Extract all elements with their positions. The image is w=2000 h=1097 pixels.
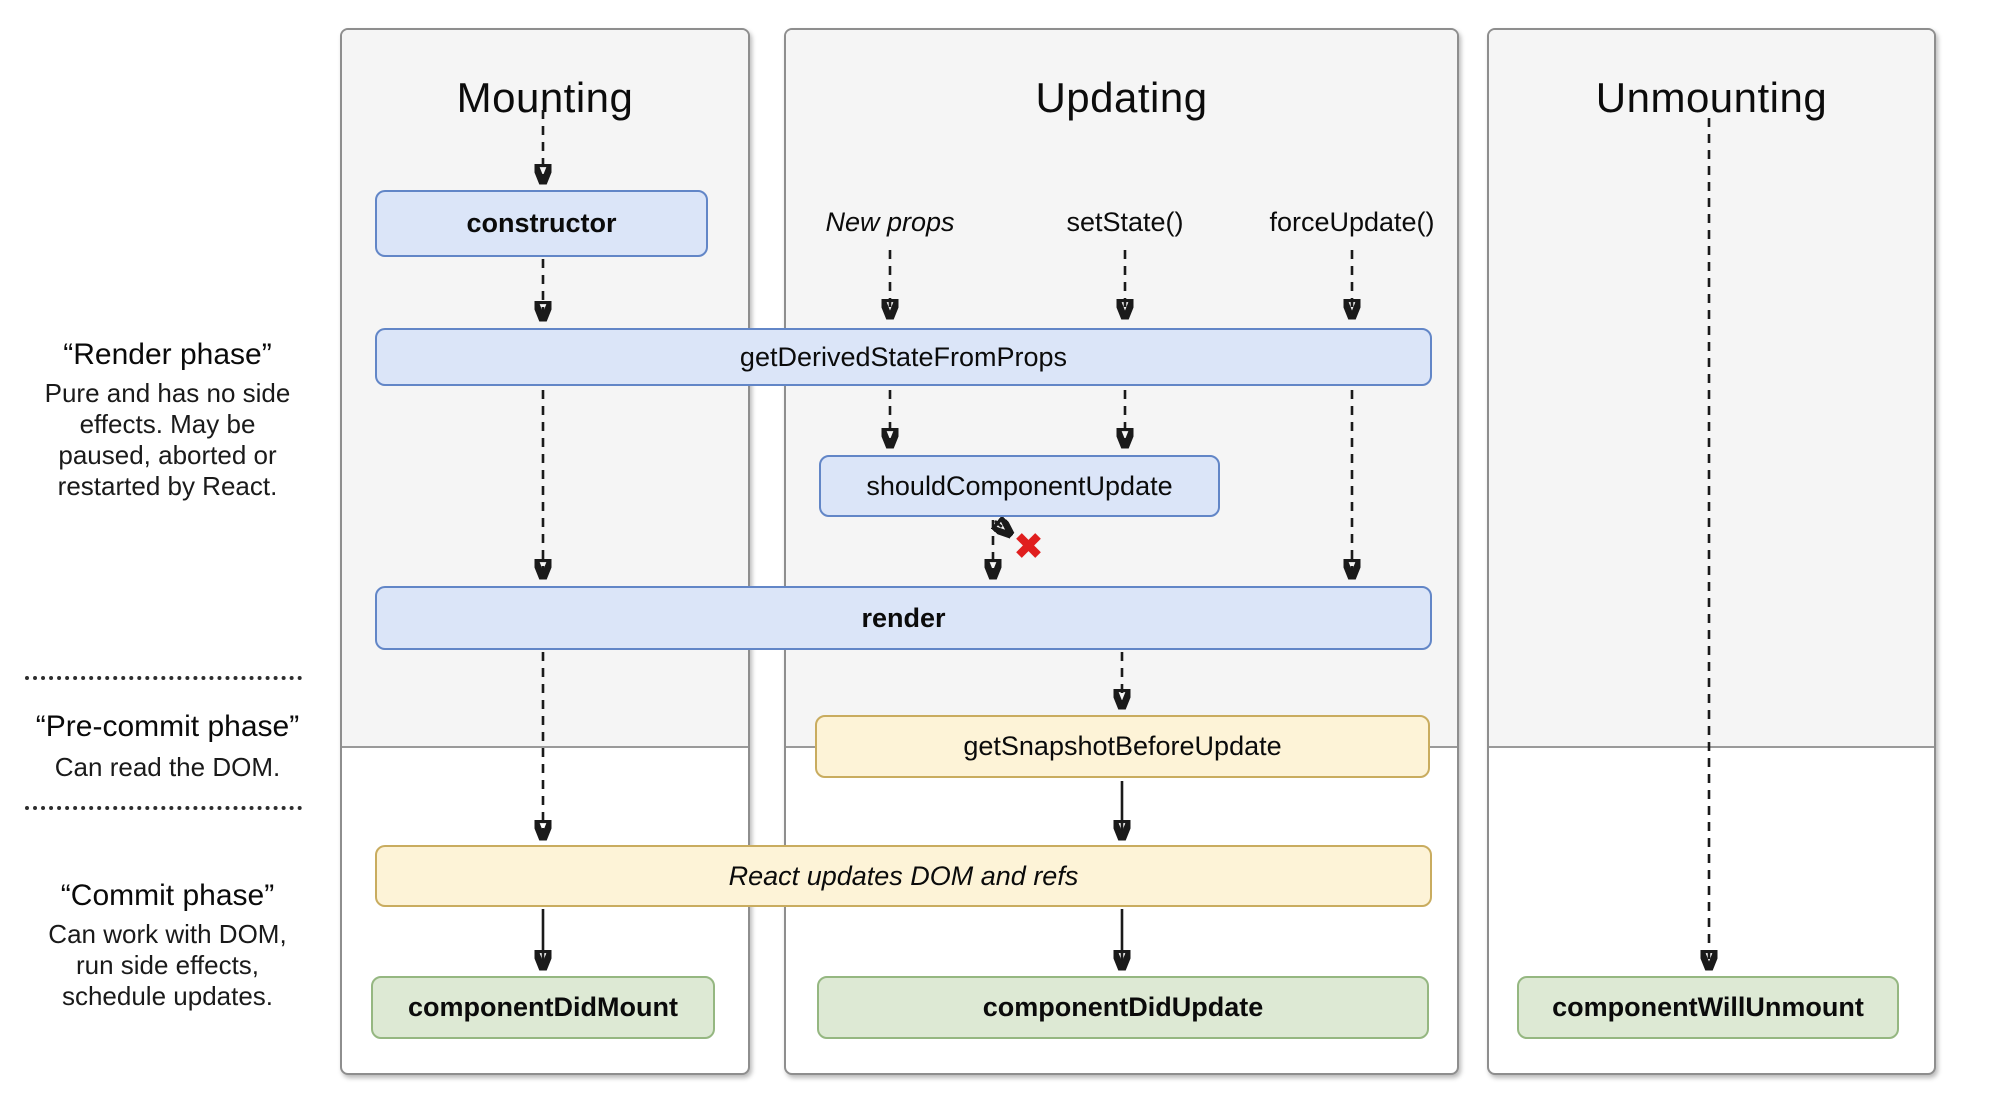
render-phase-region [1489, 30, 1934, 748]
phase-divider [25, 806, 302, 810]
new-props-label: New props [825, 207, 955, 237]
unmounting-title: Unmounting [1595, 74, 1828, 121]
mounting-title: Mounting [456, 74, 634, 121]
node-get-snapshot-before-update: getSnapshotBeforeUpdate [815, 715, 1430, 778]
phase-divider [25, 676, 302, 680]
pre-commit-phase-description: Can read the DOM. [54, 752, 281, 782]
node-render: render [375, 586, 1432, 650]
node-component-will-unmount: componentWillUnmount [1517, 976, 1899, 1039]
commit-phase-heading: “Commit phase” [60, 879, 275, 912]
node-should-component-update: shouldComponentUpdate [819, 455, 1220, 517]
render-phase-description: Pure and has no side effects. May be pau… [44, 378, 291, 501]
node-component-did-update: componentDidUpdate [817, 976, 1429, 1039]
node-constructor: constructor [375, 190, 708, 257]
force-update-label: forceUpdate() [1269, 207, 1435, 237]
node-component-did-mount: componentDidMount [371, 976, 715, 1039]
node-react-updates-dom: React updates DOM and refs [375, 845, 1432, 907]
pre-commit-phase-heading: “Pre-commit phase” [35, 710, 300, 743]
commit-phase-description: Can work with DOM, run side effects, sch… [48, 919, 287, 1011]
render-phase-heading: “Render phase” [63, 338, 272, 371]
updating-title: Updating [1035, 74, 1208, 121]
set-state-label: setState() [1066, 207, 1184, 237]
unmounting-panel: Unmounting [1487, 28, 1936, 1075]
abort-update-cross-icon: ✖ [1013, 526, 1045, 567]
node-get-derived-state-from-props: getDerivedStateFromProps [375, 328, 1432, 386]
arrow-scu-to-abort [995, 521, 1010, 534]
